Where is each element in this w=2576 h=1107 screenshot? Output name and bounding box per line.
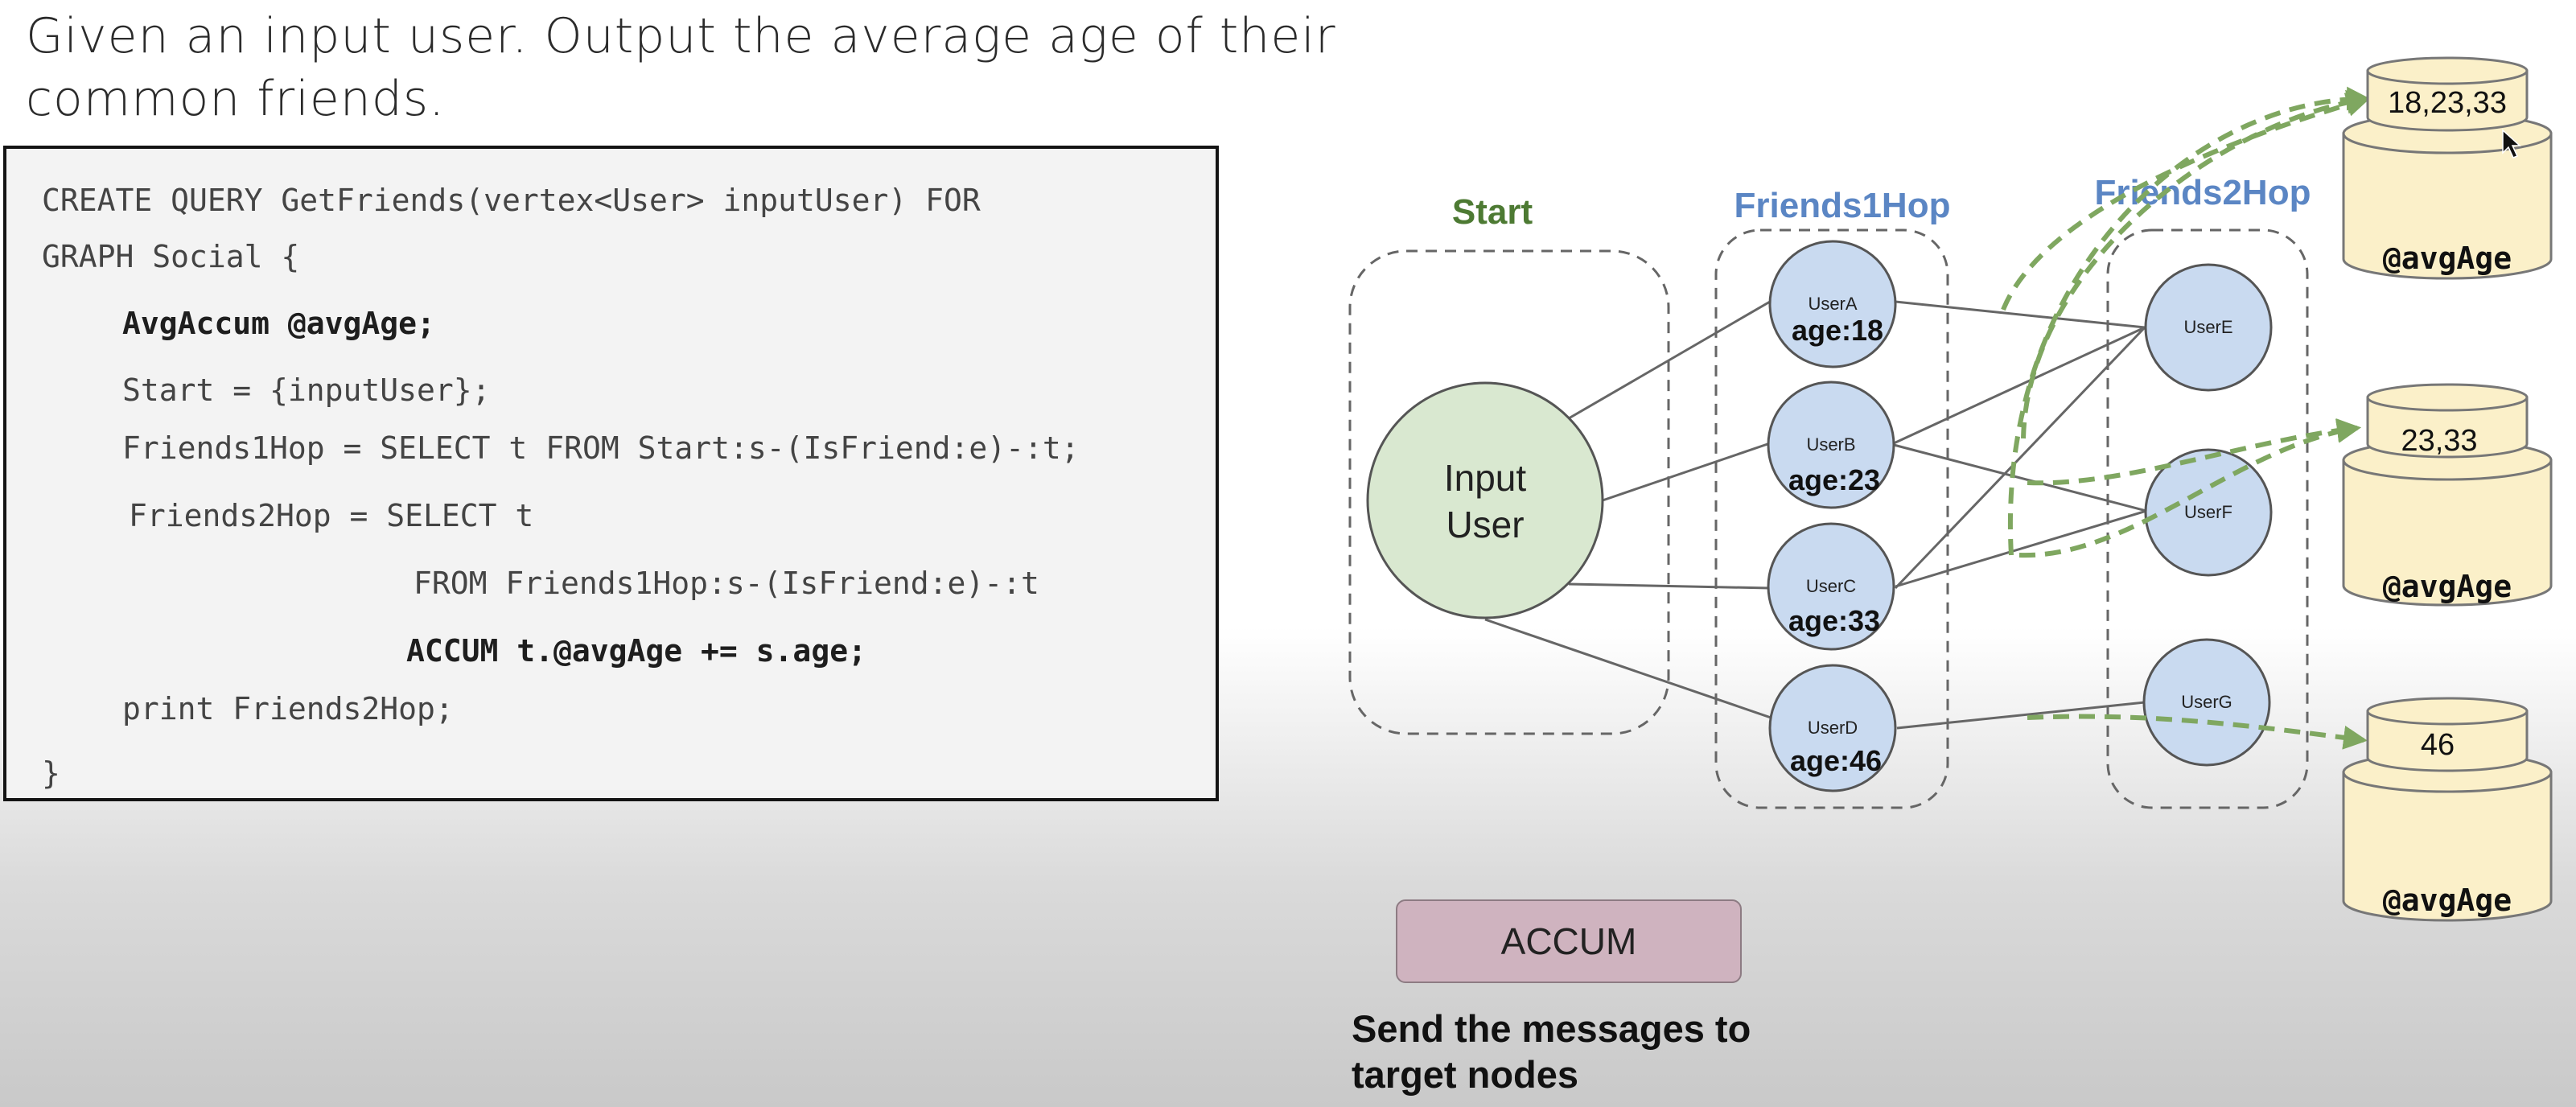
code-line-9: print Friends2Hop; [122, 691, 454, 726]
accum-3-values: 46 [2421, 728, 2455, 762]
userG-node [2142, 638, 2271, 767]
accum-2-values: 23,33 [2401, 424, 2477, 458]
code-line-7: FROM Friends1Hop:s-(IsFriend:e)-:t [414, 566, 1039, 601]
userD-node [1768, 664, 1897, 792]
accum-2-label: @avgAge [2383, 569, 2512, 604]
edge-input-userD [1484, 618, 1774, 720]
accum-1-values: 18,23,33 [2388, 86, 2507, 120]
edge-userA-userE [1895, 300, 2146, 329]
userE-name: UserE [2183, 317, 2232, 337]
input-user-label-line2: User [1446, 504, 1524, 545]
slide-title: Given an input user. Output the average … [26, 8, 1336, 127]
code-line-8: ACCUM t.@avgAge += s.age; [406, 633, 866, 669]
userD-name: UserD [1808, 718, 1858, 738]
userC-age: age:33 [1788, 604, 1880, 637]
code-line-2: GRAPH Social { [42, 239, 300, 274]
accum-3-label: @avgAge [2383, 883, 2512, 918]
edge-userD-userG [1896, 701, 2146, 730]
start-group-box [1348, 249, 1670, 735]
group-label-friends1hop: Friends1Hop [1734, 186, 1951, 225]
message-arrow-userA-to-accum1 [2001, 93, 2371, 311]
mouse-cursor-icon [2502, 129, 2521, 158]
edge-input-userC [1568, 582, 1771, 590]
userG-name: UserG [2181, 692, 2232, 712]
edge-input-userB [1602, 442, 1771, 502]
userA-name: UserA [1808, 294, 1857, 314]
edge-userB-userE [1893, 326, 2146, 445]
edge-userB-userF [1893, 443, 2147, 512]
message-arrow-userD-to-accum3 [2027, 714, 2368, 750]
edge-userC-userF [1895, 509, 2147, 588]
userF-name: UserF [2184, 502, 2232, 522]
accum-caption: Send the messages to target nodes [1352, 1007, 1751, 1096]
accum-cylinder-1 [2342, 56, 2553, 280]
userA-node [1768, 240, 1897, 368]
userF-node [2144, 448, 2273, 577]
friends2hop-group-box [2106, 228, 2309, 809]
edge-userC-userE [1894, 326, 2146, 590]
userD-age: age:46 [1790, 744, 1882, 777]
code-block: CREATE QUERY GetFriends(vertex<User> inp… [3, 146, 1219, 801]
accum-cylinder-3 [2342, 697, 2553, 922]
userA-age: age:18 [1792, 314, 1883, 347]
accum-1-label: @avgAge [2383, 241, 2512, 276]
code-line-3: AvgAccum @avgAge; [122, 306, 435, 341]
message-arrow-userC-to-accum2 [2018, 418, 2361, 558]
userC-node [1767, 522, 1895, 651]
code-line-10: } [42, 755, 60, 791]
code-line-5: Friends1Hop = SELECT t FROM Start:s-(IsF… [122, 430, 1080, 466]
group-label-friends2hop: Friends2Hop [2095, 173, 2311, 212]
message-arrow-userB-to-accum1 [2021, 89, 2371, 439]
accum-legend-box: ACCUM [1396, 899, 1742, 983]
userE-node [2144, 263, 2273, 392]
userC-name: UserC [1806, 576, 1856, 596]
group-label-start: Start [1452, 192, 1533, 232]
input-user-label-line1: Input [1444, 457, 1527, 499]
userB-name: UserB [1806, 434, 1855, 455]
message-arrow-userC-to-accum1 [2007, 86, 2371, 556]
message-arrow-userB-to-accum2 [2027, 418, 2361, 486]
code-line-6: Friends2Hop = SELECT t [129, 498, 534, 533]
userB-node [1767, 381, 1895, 509]
userB-age: age:23 [1788, 463, 1880, 496]
input-user-node [1366, 381, 1604, 619]
code-line-4: Start = {inputUser}; [122, 372, 491, 408]
edge-input-userA [1568, 300, 1771, 420]
code-line-1: CREATE QUERY GetFriends(vertex<User> inp… [42, 183, 981, 218]
accum-cylinder-2 [2342, 383, 2553, 607]
